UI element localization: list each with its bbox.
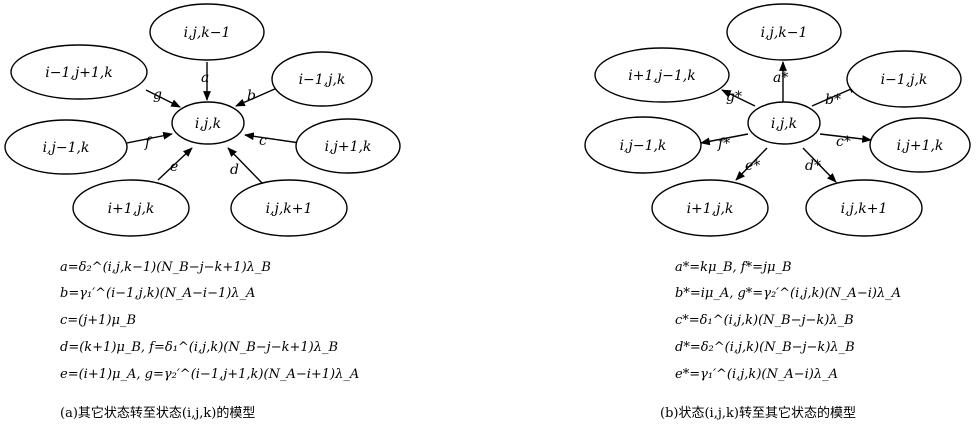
edge-label-e-star: e*	[745, 158, 760, 174]
edge-label-g-star: g*	[726, 89, 742, 105]
svg-text:i+1,j,k: i+1,j,k	[687, 201, 734, 217]
edge-label-f: f	[144, 135, 153, 151]
node-b-right: i,j+1,k	[869, 117, 971, 173]
svg-text:i−1,j,k: i−1,j,k	[299, 72, 346, 88]
edge-a-bottom-left	[157, 147, 193, 181]
caption-b: (b)状态(i,j,k)转至其它状态的模型	[660, 406, 856, 421]
svg-text:i,j,k: i,j,k	[195, 116, 221, 132]
formula-d-f: d=(k+1)μ_B, f=δ₁^(i,j,k)(N_B−j−k+1)λ_B	[60, 340, 338, 355]
edge-label-c-star: c*	[836, 134, 851, 150]
svg-text:i,j,k−1: i,j,k−1	[184, 25, 231, 41]
edge-a-top-right	[235, 87, 278, 107]
edge-b-bottom-left	[735, 147, 768, 181]
edge-label-d: d	[230, 162, 239, 178]
caption-a: (a)其它状态转至状态(i,j,k)的模型	[60, 406, 256, 421]
edge-label-d-star: d*	[805, 158, 821, 174]
node-a-center: i,j,k	[171, 101, 245, 145]
formula-c: c=(j+1)μ_B	[60, 313, 137, 328]
svg-text:i−1,j+1,k: i−1,j+1,k	[45, 65, 112, 81]
svg-text:i−1,j,k: i−1,j,k	[881, 72, 928, 88]
formula-e-star: e*=γ₁′^(i,j,k)(N_A−i)λ_A	[675, 367, 838, 382]
svg-text:i,j,k−1: i,j,k−1	[761, 25, 808, 41]
edge-a-bottom-right	[227, 147, 263, 184]
formula-a-star-f-star: a*=kμ_B, f*=jμ_B	[675, 260, 792, 275]
svg-text:i,j,k+1: i,j,k+1	[266, 201, 313, 217]
node-b-top-left: i+1,j−1,k	[594, 47, 730, 103]
node-b-top: i,j,k−1	[726, 3, 842, 61]
node-a-bottom-left: i+1,j,k	[72, 179, 190, 237]
panel-b-diagram: a* b* c* d* e* f* g* i,j,k i,j,k−1 i+1,j…	[584, 3, 971, 237]
svg-text:i,j−1,k: i,j−1,k	[620, 138, 667, 154]
edge-b-bottom-right	[802, 147, 837, 183]
formula-e-g: e=(i+1)μ_A, g=γ₂′^(i−1,j+1,k)(N_A−i+1)λ_…	[60, 367, 360, 382]
svg-text:i,j,k+1: i,j,k+1	[841, 201, 888, 217]
formula-c-star: c*=δ₁^(i,j,k)(N_B−j−k)λ_B	[675, 313, 854, 328]
node-a-top: i,j,k−1	[149, 3, 265, 61]
node-a-bottom-right: i,j,k+1	[230, 179, 348, 237]
edge-a-left	[126, 131, 173, 144]
node-a-right: i,j+1,k	[295, 118, 401, 174]
edge-label-a: a	[201, 70, 209, 86]
edge-b-left	[700, 133, 749, 146]
edge-a-right	[244, 132, 301, 144]
svg-text:i,j,k: i,j,k	[771, 116, 797, 132]
edge-label-e: e	[170, 159, 178, 175]
node-b-bottom-left: i+1,j,k	[651, 179, 769, 237]
node-a-left: i,j−1,k	[4, 119, 128, 175]
edge-label-a-star: a*	[773, 70, 788, 86]
edge-label-b-star: b*	[825, 92, 841, 108]
edge-b-right	[819, 133, 872, 143]
formula-b-star-g-star: b*=iμ_A, g*=γ₂′^(i,j,k)(N_A−i)λ_A	[675, 286, 902, 301]
node-b-center: i,j,k	[747, 101, 821, 145]
node-b-top-right: i−1,j,k	[846, 50, 962, 108]
edge-label-b: b	[247, 88, 256, 104]
node-b-bottom-right: i,j,k+1	[805, 179, 923, 237]
svg-text:i,j+1,k: i,j+1,k	[897, 138, 944, 154]
edge-label-f-star: f*	[717, 136, 730, 152]
svg-text:i,j−1,k: i,j−1,k	[43, 140, 90, 156]
edge-label-g: g	[153, 87, 162, 103]
formula-b: b=γ₁′^(i−1,j,k)(N_A−i−1)λ_A	[60, 286, 256, 301]
formula-a: a=δ₂^(i,j,k−1)(N_B−j−k+1)λ_B	[60, 260, 271, 275]
node-b-left: i,j−1,k	[584, 116, 702, 174]
panel-a-diagram: a b c d e f g i,j,k i,j,k−1 i−1,j+1,k i−…	[4, 3, 401, 237]
panel-a-edges	[126, 62, 301, 184]
formula-d-star: d*=δ₂^(i,j,k)(N_B−j−k)λ_B	[675, 340, 855, 355]
edge-label-c: c	[259, 133, 267, 149]
panel-b-edges	[700, 61, 872, 183]
node-a-top-right: i−1,j,k	[271, 51, 373, 107]
svg-text:i+1,j,k: i+1,j,k	[108, 201, 155, 217]
svg-text:i,j+1,k: i,j+1,k	[325, 139, 372, 155]
node-a-top-left: i−1,j+1,k	[10, 44, 148, 100]
edge-a-top-left	[145, 89, 181, 108]
edge-b-top-left	[721, 89, 756, 107]
svg-text:i+1,j−1,k: i+1,j−1,k	[628, 68, 695, 84]
